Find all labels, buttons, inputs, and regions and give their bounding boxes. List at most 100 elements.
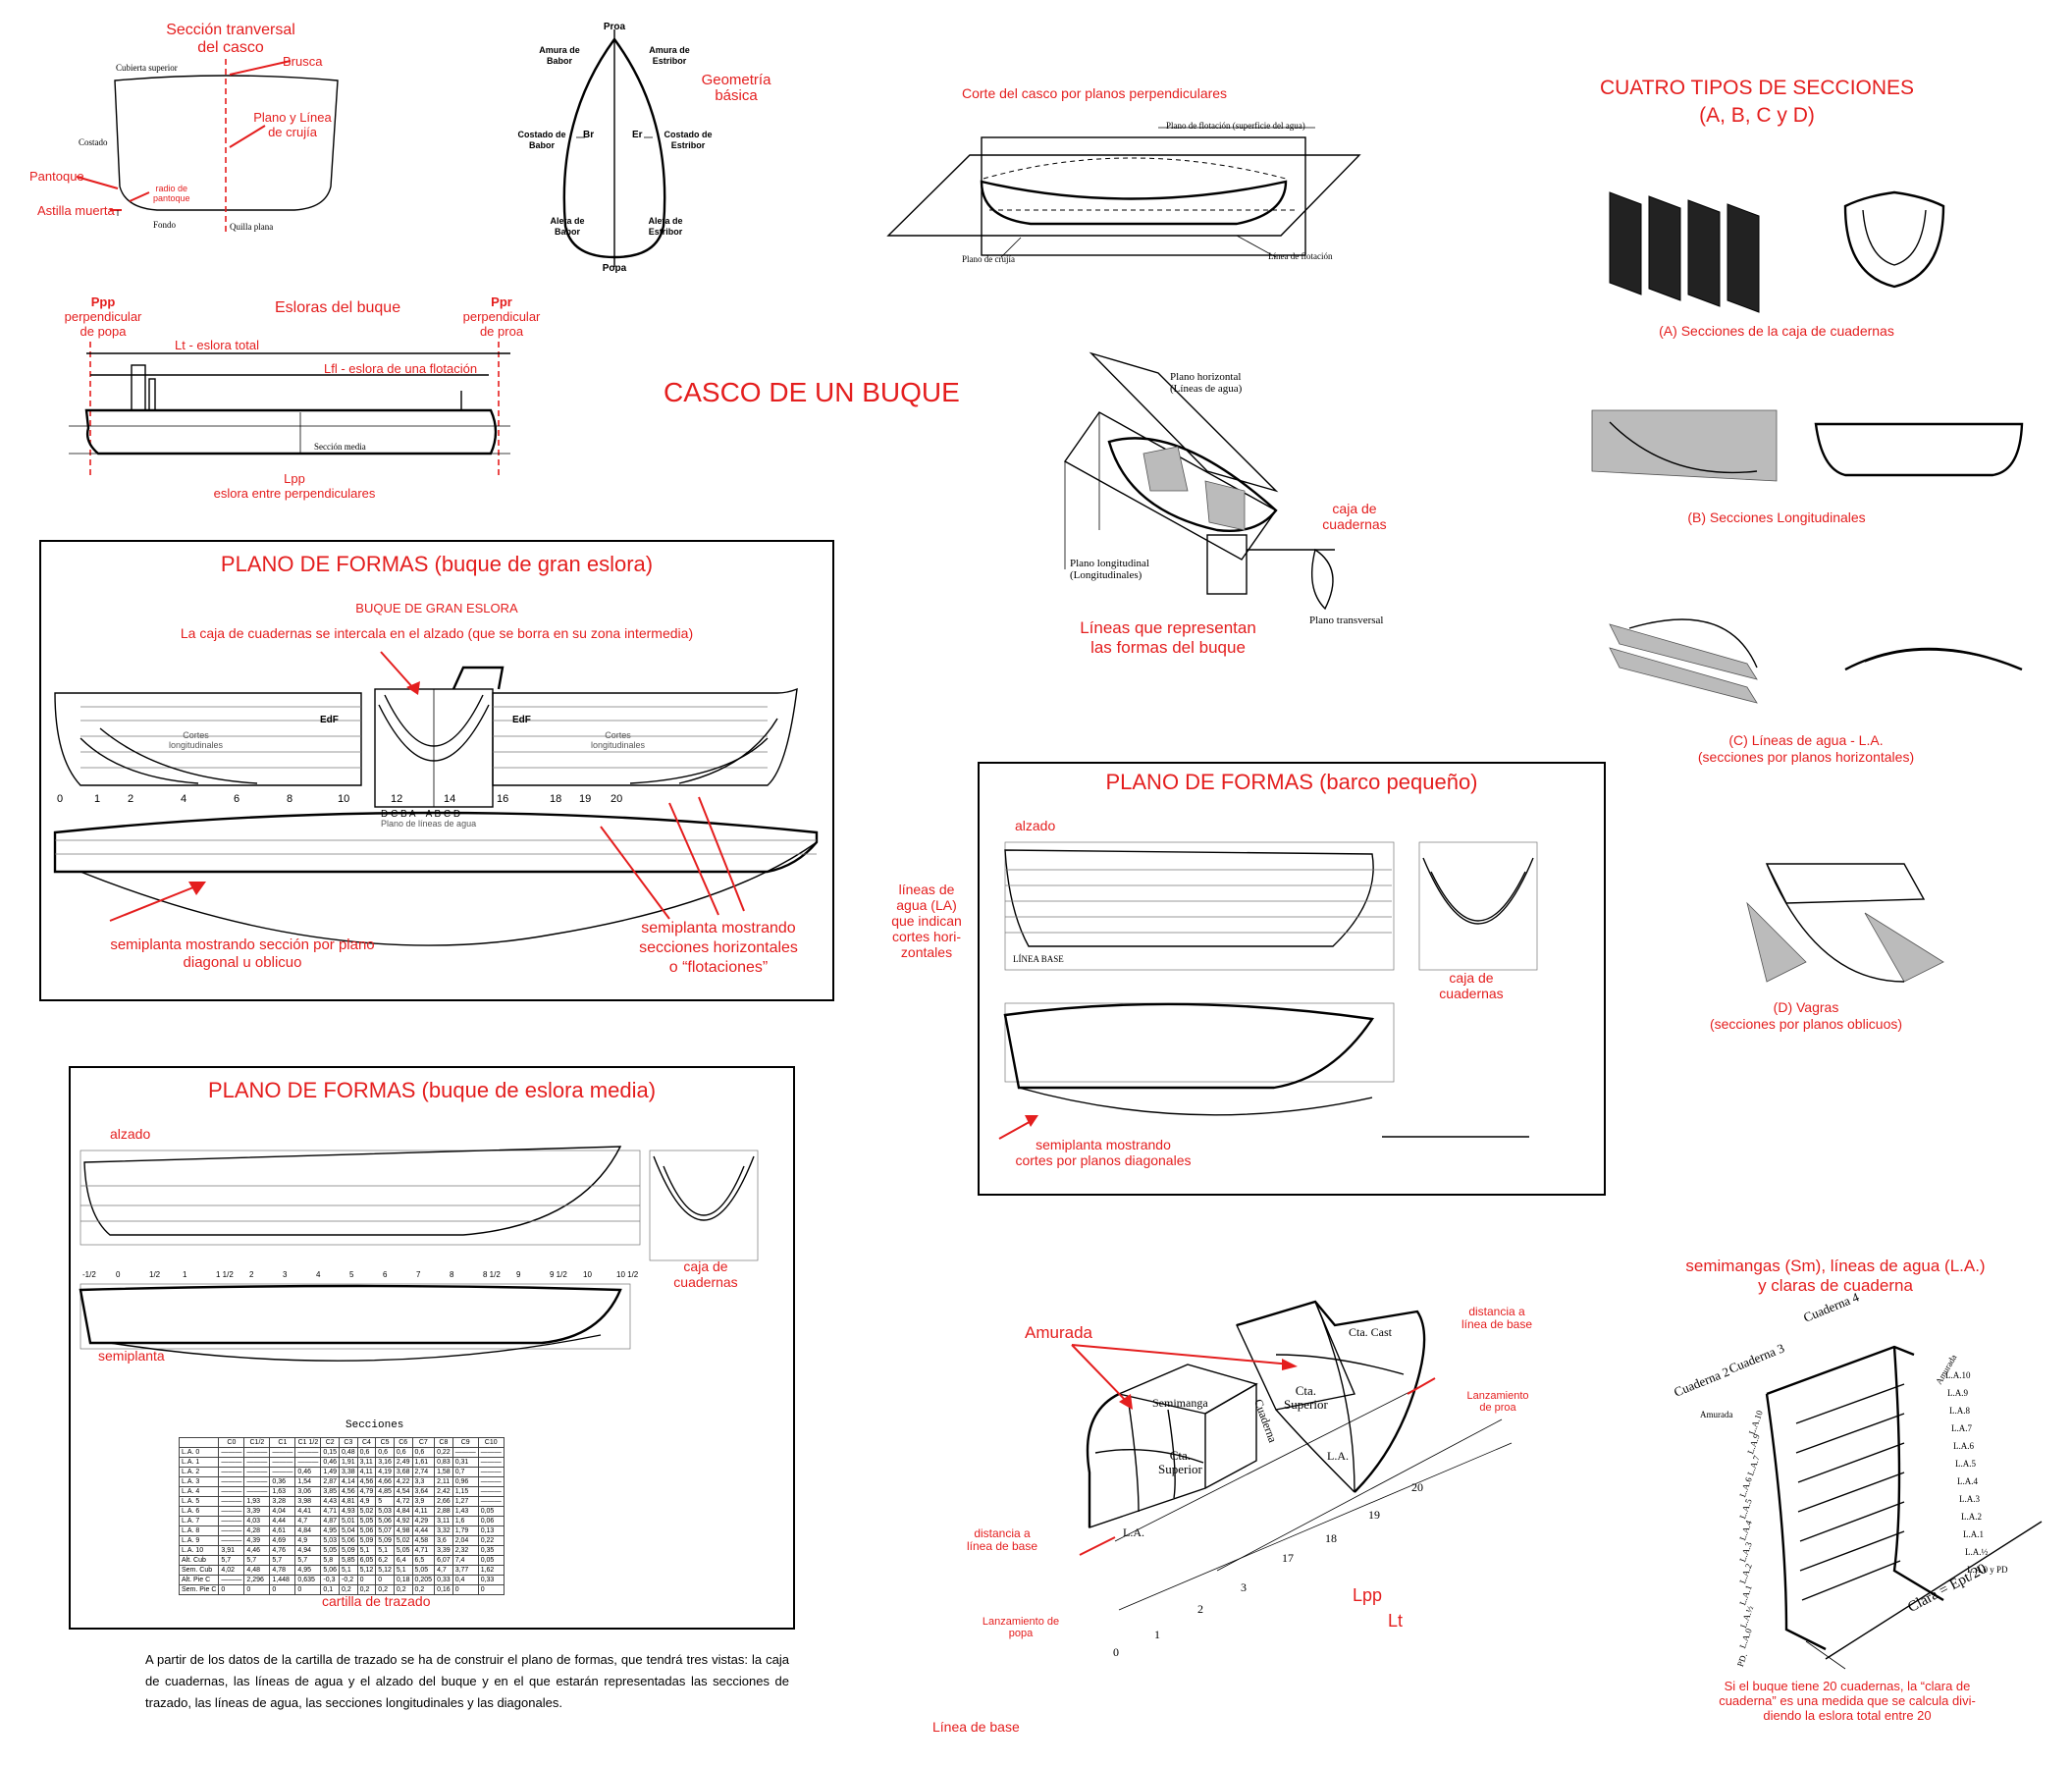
aleta-estribor-2: Estribor	[648, 227, 683, 237]
costado-babor-1: Costado de	[517, 130, 566, 139]
sm-la-right-5: L.A.5	[1955, 1459, 1976, 1469]
media-stations-11: 8	[450, 1270, 454, 1279]
table-cell: 0,2	[393, 1584, 413, 1595]
iso-dist-top-2: línea de base	[1461, 1317, 1533, 1331]
tipo-d-caption-2: (secciones por planos oblicuos)	[1709, 1016, 1903, 1032]
iso-drawing	[1071, 1300, 1513, 1611]
gran-nums-11: 19	[579, 793, 592, 805]
ppp-desc-1: perpendicular	[64, 309, 142, 324]
gran-diag-2: diagonal u oblicuo	[183, 954, 302, 971]
transverse-drawing	[76, 59, 339, 236]
iso-cta-cast: Cta. Cast	[1349, 1325, 1392, 1339]
flotacion-plane-label: Plano de flotación (superficie del agua)	[1166, 121, 1305, 131]
plano-longitudinal-1: Plano longitudinal	[1070, 558, 1149, 569]
sm-la-right-4: L.A.6	[1953, 1441, 1974, 1451]
iso-la: L.A.	[1327, 1449, 1349, 1463]
gran-nums-6: 10	[338, 793, 350, 805]
pantoque-label: Pantoque	[29, 169, 84, 184]
media-stations-7: 4	[316, 1270, 321, 1279]
table-cell: 0	[294, 1584, 322, 1595]
cubierta-label: Cubierta superior	[116, 63, 178, 73]
crujia-label-2: de crujía	[268, 125, 317, 139]
amura-estribor-2: Estribor	[652, 56, 687, 66]
iso-linea-base: Línea de base	[932, 1719, 1020, 1735]
media-caja-2: cuadernas	[673, 1274, 738, 1290]
fondo-label: Fondo	[153, 220, 177, 230]
semimangas-note-1: Si el buque tiene 20 cuadernas, la “clar…	[1724, 1679, 1971, 1693]
sm-la-right-0: L.A.10	[1945, 1370, 1971, 1380]
iso-cta-sup-aft-2: Superior	[1158, 1462, 1202, 1476]
media-stations-15: 10	[583, 1270, 592, 1279]
brusca-label: Brusca	[283, 54, 323, 69]
media-stations-16: 10 1/2	[616, 1270, 639, 1279]
iso-frames-3: 3	[1241, 1580, 1247, 1594]
lineas-caja-2: cuadernas	[1322, 516, 1387, 532]
gran-edf-left: EdF	[320, 715, 339, 725]
tipo-c-caption-1: (C) Líneas de agua - L.A.	[1728, 732, 1884, 748]
sm-la-right-2: L.A.8	[1949, 1406, 1970, 1416]
iso-dist-top-1: distancia a	[1468, 1305, 1525, 1318]
costado-estribor-1: Costado de	[664, 130, 713, 139]
lineas-drawing	[1063, 351, 1335, 611]
pequeno-alzado: alzado	[1015, 818, 1056, 833]
gran-nums-1: 1	[94, 793, 101, 805]
gran-nums-2: 2	[128, 793, 134, 805]
corte-drawing	[886, 127, 1361, 258]
pequeno-la-3: que indican	[891, 913, 962, 929]
lineas-caption-2: las formas del buque	[1090, 638, 1246, 657]
media-stations-4: 1 1/2	[216, 1270, 234, 1279]
table-cell: 0,2	[375, 1584, 395, 1595]
gran-diag-1: semiplanta mostrando sección por plano	[110, 937, 375, 953]
astilla-label: Astilla muerta	[37, 203, 115, 218]
iso-dist-bot-1: distancia a	[974, 1526, 1031, 1540]
pequeno-linea-base: LÍNEA BASE	[1013, 954, 1064, 964]
iso-lanz-popa-2: popa	[1008, 1628, 1034, 1639]
gran-edf-right: EdF	[512, 715, 531, 725]
iso-frames-5: 18	[1325, 1531, 1337, 1545]
media-stations-3: 1	[183, 1270, 187, 1279]
gran-cortes-1: Cortes	[183, 730, 209, 740]
geometry-title-2: básica	[715, 87, 758, 104]
pequeno-la-2: agua (LA)	[896, 897, 957, 913]
lpp-desc: eslora entre perpendiculares	[213, 486, 376, 501]
media-stations-13: 9	[516, 1270, 521, 1279]
sm-la-right-3: L.A.7	[1951, 1423, 1972, 1433]
ppr-desc-1: perpendicular	[462, 309, 541, 324]
semimangas-title-2: y claras de cuaderna	[1758, 1276, 1913, 1295]
sm-la-right-6: L.A.4	[1957, 1476, 1978, 1486]
iso-cta-sup-aft-1: Cta.	[1169, 1448, 1192, 1463]
pequeno-la-1: líneas de	[898, 882, 955, 897]
tipo-b-caption: (B) Secciones Longitudinales	[1687, 509, 1866, 525]
gran-nums-9: 16	[497, 793, 509, 805]
gran-horiz-3: o “flotaciones”	[668, 959, 769, 976]
media-semiplanta: semiplanta	[98, 1348, 165, 1364]
pequeno-semi-2: cortes por planos diagonales	[1015, 1152, 1192, 1168]
amura-babor-2: Babor	[546, 56, 572, 66]
sm-la-right-9: L.A.1	[1963, 1529, 1984, 1539]
gran-drawing	[53, 666, 819, 946]
iso-frames-7: 20	[1411, 1480, 1423, 1494]
pequeno-la-5: zontales	[900, 944, 953, 960]
sm-la-right-11: L.A.0 y PD	[1967, 1565, 2008, 1575]
lfl-label: Lfl - eslora de una flotación	[324, 361, 478, 376]
tipos-title-2: (A, B, C y D)	[1699, 104, 1815, 127]
tipos-drawings	[1591, 190, 2024, 983]
geometry-title-1: Geometría	[701, 72, 771, 88]
ppr-label: Ppr	[491, 294, 512, 309]
geometry-hull	[562, 29, 666, 267]
iso-lanz-proa-1: Lanzamiento	[1466, 1390, 1529, 1402]
main-title: CASCO DE UN BUQUE	[664, 377, 960, 407]
gran-cortes-r2: longitudinales	[591, 740, 646, 750]
iso-lanz-proa-2: de proa	[1479, 1402, 1516, 1414]
aleta-babor-1: Aleta de	[550, 216, 585, 226]
iso-frames-0: 0	[1113, 1645, 1119, 1659]
iso-frames-4: 17	[1282, 1551, 1294, 1565]
semimangas-note-2: cuaderna” es una medida que se calcula d…	[1719, 1693, 1976, 1708]
crujia-label-1: Plano y Línea	[253, 110, 332, 125]
pequeno-arrow	[998, 1115, 1038, 1140]
